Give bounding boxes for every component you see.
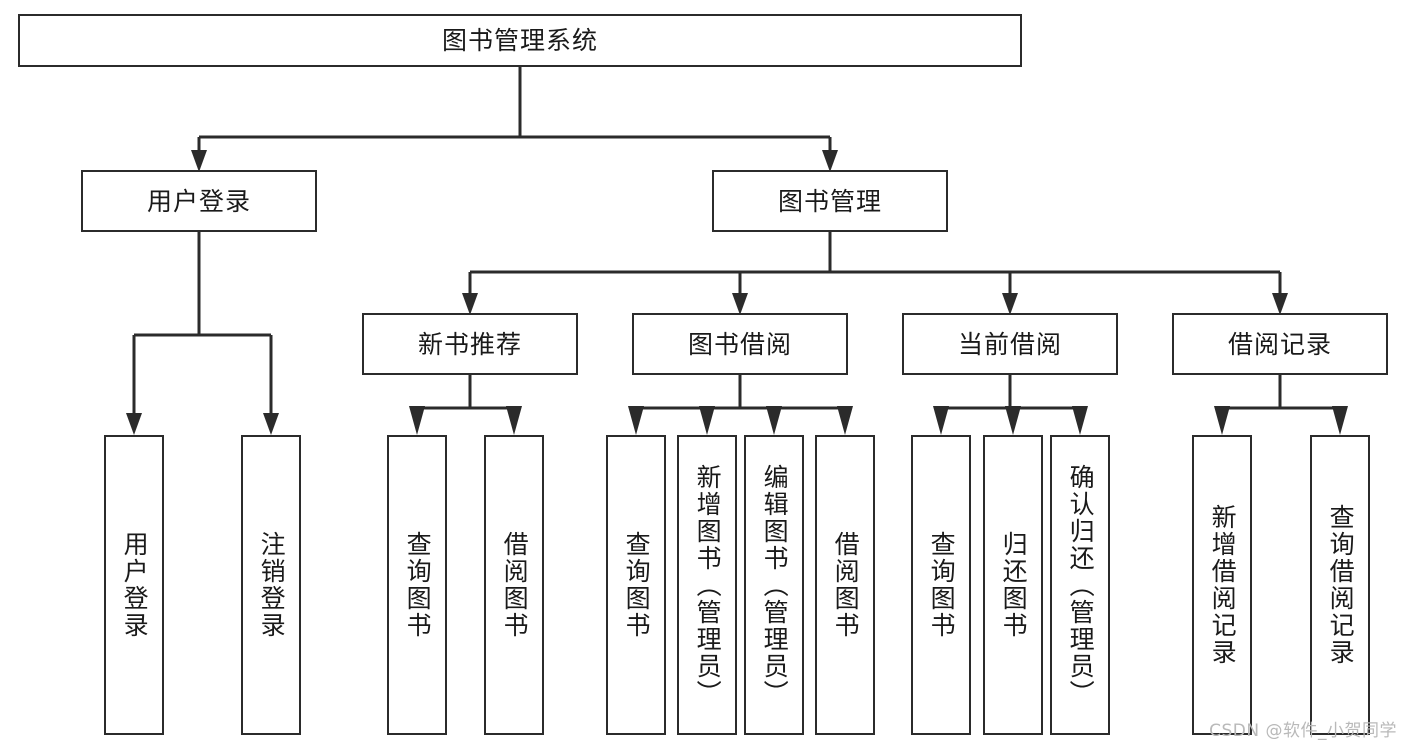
node-new-book-recommend-label: 新书推荐 xyxy=(417,329,522,359)
arrowhead-leaf-borrow-book-1 xyxy=(506,406,522,435)
arrowhead-leaf-query-borrow-record xyxy=(1332,406,1348,435)
node-leaf-add-borrow-record-label: 新增借阅记录 xyxy=(1208,504,1238,666)
arrowhead-leaf-return-book xyxy=(1005,406,1021,435)
node-leaf-return-book[interactable]: 归还图书 xyxy=(983,435,1043,735)
node-book-borrow-label: 图书借阅 xyxy=(687,329,792,359)
arrowhead-leaf-add-book-admin xyxy=(699,406,715,435)
node-leaf-borrow-book-2-label: 借阅图书 xyxy=(831,531,861,639)
node-leaf-borrow-book-2[interactable]: 借阅图书 xyxy=(815,435,875,735)
node-user-login-label: 用户登录 xyxy=(146,186,251,216)
node-current-borrow[interactable]: 当前借阅 xyxy=(902,313,1118,375)
arrowhead-leaf-add-borrow-record xyxy=(1214,406,1230,435)
node-leaf-query-book-2-label: 查询图书 xyxy=(622,531,652,639)
node-leaf-query-book-3-label: 查询图书 xyxy=(927,531,957,639)
node-leaf-edit-book-admin-label: 编辑图书（管理员） xyxy=(760,463,790,707)
node-leaf-borrow-book-1[interactable]: 借阅图书 xyxy=(484,435,544,735)
arrowhead-leaf-user-login xyxy=(126,413,142,435)
arrowhead-leaf-borrow-book-2 xyxy=(837,406,853,435)
node-leaf-user-logout-label: 注销登录 xyxy=(257,531,287,639)
node-leaf-user-login-label: 用户登录 xyxy=(120,531,150,639)
node-book-manage[interactable]: 图书管理 xyxy=(712,170,948,232)
node-current-borrow-label: 当前借阅 xyxy=(957,329,1062,359)
node-leaf-query-borrow-record[interactable]: 查询借阅记录 xyxy=(1310,435,1370,735)
node-book-manage-label: 图书管理 xyxy=(777,186,882,216)
node-borrow-record[interactable]: 借阅记录 xyxy=(1172,313,1388,375)
arrowhead-leaf-query-book-3 xyxy=(933,406,949,435)
arrowhead-book-borrow xyxy=(732,293,748,315)
node-leaf-query-book-1[interactable]: 查询图书 xyxy=(387,435,447,735)
node-new-book-recommend[interactable]: 新书推荐 xyxy=(362,313,578,375)
node-leaf-user-login[interactable]: 用户登录 xyxy=(104,435,164,735)
node-leaf-query-book-2[interactable]: 查询图书 xyxy=(606,435,666,735)
node-book-borrow[interactable]: 图书借阅 xyxy=(632,313,848,375)
arrowhead-leaf-query-book-2 xyxy=(628,406,644,435)
node-leaf-return-book-label: 归还图书 xyxy=(999,531,1029,639)
node-leaf-query-borrow-record-label: 查询借阅记录 xyxy=(1326,504,1356,666)
node-leaf-add-book-admin[interactable]: 新增图书（管理员） xyxy=(677,435,737,735)
node-leaf-confirm-return-admin[interactable]: 确认归还（管理员） xyxy=(1050,435,1110,735)
node-borrow-record-label: 借阅记录 xyxy=(1227,329,1332,359)
node-root[interactable]: 图书管理系统 xyxy=(18,14,1022,67)
node-leaf-query-book-1-label: 查询图书 xyxy=(403,531,433,639)
arrowhead-book-manage xyxy=(822,150,838,172)
node-leaf-borrow-book-1-label: 借阅图书 xyxy=(500,531,530,639)
arrowhead-user-login xyxy=(191,150,207,172)
arrowhead-leaf-query-book-1 xyxy=(409,406,425,435)
node-root-label: 图书管理系统 xyxy=(441,26,598,55)
arrowhead-current-borrow xyxy=(1002,293,1018,315)
arrowhead-new-book-recommend xyxy=(462,293,478,315)
arrowhead-borrow-record xyxy=(1272,293,1288,315)
arrowhead-leaf-user-logout xyxy=(263,413,279,435)
node-leaf-edit-book-admin[interactable]: 编辑图书（管理员） xyxy=(744,435,804,735)
node-user-login[interactable]: 用户登录 xyxy=(81,170,317,232)
node-leaf-user-logout[interactable]: 注销登录 xyxy=(241,435,301,735)
node-leaf-query-book-3[interactable]: 查询图书 xyxy=(911,435,971,735)
node-leaf-add-borrow-record[interactable]: 新增借阅记录 xyxy=(1192,435,1252,735)
node-leaf-add-book-admin-label: 新增图书（管理员） xyxy=(693,463,723,707)
arrowhead-leaf-confirm-return xyxy=(1072,406,1088,435)
watermark: CSDN @软件_小贺同学 xyxy=(1209,721,1397,741)
node-leaf-confirm-return-admin-label: 确认归还（管理员） xyxy=(1066,463,1096,707)
arrowhead-leaf-edit-book-admin xyxy=(766,406,782,435)
